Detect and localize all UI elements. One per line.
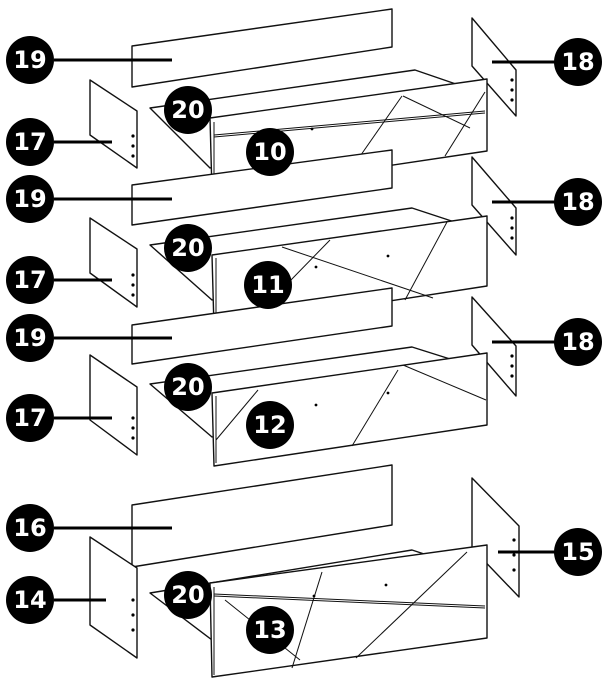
svg-text:12: 12 [253, 411, 286, 439]
svg-text:13: 13 [253, 616, 286, 644]
part-label-17: 17 [6, 256, 54, 304]
svg-text:20: 20 [171, 373, 204, 401]
side-panel-17 [89, 79, 138, 169]
back-panel-19 [131, 287, 393, 365]
back-panel-19 [131, 149, 393, 226]
part-label-17: 17 [6, 118, 54, 166]
part-label-19: 19 [6, 175, 54, 223]
part-label-12: 12 [246, 401, 294, 449]
svg-text:11: 11 [251, 271, 284, 299]
side-panel-18 [471, 17, 517, 117]
side-panel-17 [89, 217, 138, 308]
part-label-19: 19 [6, 314, 54, 362]
svg-text:17: 17 [13, 128, 46, 156]
svg-text:14: 14 [13, 586, 46, 614]
svg-text:19: 19 [13, 185, 46, 213]
part-label-20: 20 [164, 571, 212, 619]
svg-text:20: 20 [171, 581, 204, 609]
part-badges: 19 17 19 17 19 17 16 14 18 18 18 [6, 36, 602, 654]
svg-text:17: 17 [13, 404, 46, 432]
svg-text:10: 10 [253, 138, 286, 166]
leader-lines [54, 58, 560, 602]
svg-text:20: 20 [171, 96, 204, 124]
part-label-11: 11 [244, 261, 292, 309]
part-label-15: 15 [554, 528, 602, 576]
svg-text:18: 18 [561, 328, 594, 356]
part-label-16: 16 [6, 504, 54, 552]
svg-text:20: 20 [171, 234, 204, 262]
side-panel-14 [89, 536, 138, 659]
part-label-10: 10 [246, 128, 294, 176]
drawer-1 [89, 8, 517, 193]
part-label-17: 17 [6, 394, 54, 442]
back-panel-19 [131, 8, 393, 88]
part-label-20: 20 [164, 224, 212, 272]
side-panel-15 [471, 477, 520, 598]
drawer-front-13 [209, 544, 488, 678]
drawer-4 [89, 464, 520, 678]
drawer-3 [89, 287, 517, 467]
part-label-18: 18 [554, 318, 602, 366]
part-label-14: 14 [6, 576, 54, 624]
svg-text:15: 15 [561, 538, 594, 566]
svg-text:19: 19 [13, 324, 46, 352]
back-panel-16 [131, 464, 393, 568]
side-panel-17 [89, 354, 138, 456]
part-label-20: 20 [164, 86, 212, 134]
side-panel-18 [471, 156, 517, 256]
part-label-13: 13 [246, 606, 294, 654]
svg-text:18: 18 [561, 48, 594, 76]
part-label-20: 20 [164, 363, 212, 411]
part-label-18: 18 [554, 178, 602, 226]
part-label-19: 19 [6, 36, 54, 84]
part-label-18: 18 [554, 38, 602, 86]
side-panel-18 [471, 296, 517, 397]
svg-text:19: 19 [13, 46, 46, 74]
svg-text:16: 16 [13, 514, 46, 542]
svg-text:18: 18 [561, 188, 594, 216]
svg-text:17: 17 [13, 266, 46, 294]
